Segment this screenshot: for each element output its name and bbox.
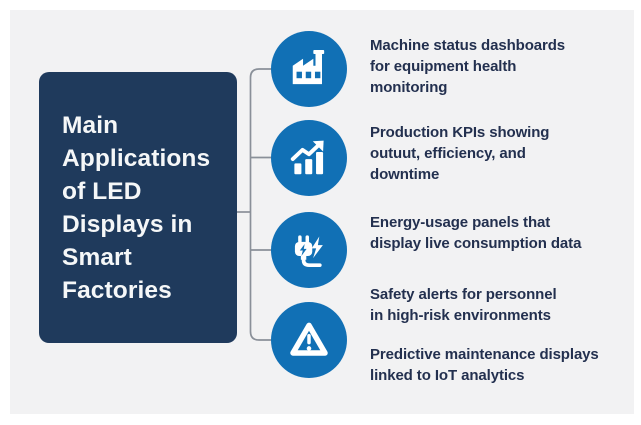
energy-usage-icon-circle [271, 212, 347, 288]
title-box: Main Applications of LED Displays in Sma… [39, 72, 237, 343]
machine-status-icon-circle [271, 31, 347, 107]
growth-chart-icon [290, 140, 324, 175]
item-text-machine-status: Machine status dashboards for equipment … [370, 37, 566, 96]
production-kpi-icon-circle [271, 120, 347, 196]
energy-plug-icon [294, 235, 323, 268]
safety-alert-icon-circle [271, 302, 347, 378]
item-text-predictive-maintenance: Predictive maintenance displays linked t… [370, 346, 599, 384]
factory-icon [292, 50, 325, 85]
item-text-energy-usage: Energy-usage panels that display live co… [370, 214, 582, 252]
warning-triangle-icon [290, 322, 328, 356]
infographic-title: Main Applications of LED Displays in Sma… [62, 111, 211, 304]
item-text-safety-alerts: Safety alerts for personnel in high-risk… [370, 286, 557, 324]
item-text-production-kpis: Production KPIs showing outuut, efficien… [370, 124, 550, 183]
